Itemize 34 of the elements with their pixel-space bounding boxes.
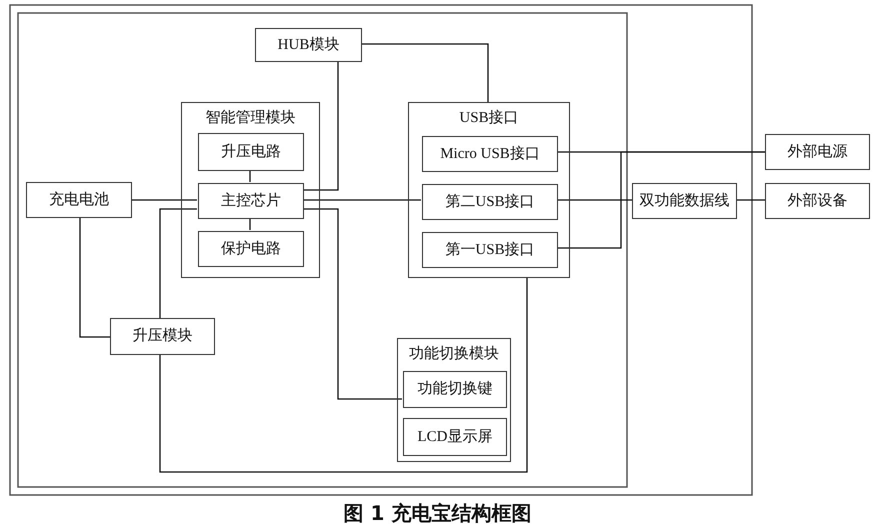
module-box: 主控芯片: [198, 183, 304, 219]
module-box: 功能切换键: [403, 371, 507, 408]
connector-line: [557, 151, 765, 249]
container-heading: USB接口: [458, 108, 520, 127]
container-heading: 智能管理模块: [204, 108, 296, 127]
module-box: 第一USB接口: [422, 232, 558, 268]
connector-line: [132, 199, 197, 201]
module-box: 外部电源: [765, 134, 870, 170]
module-container: [397, 338, 511, 462]
connector-line: [303, 199, 421, 201]
connector-line: [303, 208, 402, 400]
module-box: LCD显示屏: [403, 418, 507, 456]
module-container: [181, 102, 320, 278]
connector-line: [303, 62, 339, 191]
connector-line: [159, 278, 528, 473]
container-heading: 功能切换模块: [408, 344, 500, 363]
module-box: 双功能数据线: [632, 183, 737, 219]
connector-line: [159, 208, 197, 318]
module-box: 第二USB接口: [422, 184, 558, 220]
connector-line: [362, 43, 489, 102]
module-box: 升压模块: [110, 318, 215, 355]
module-box: 升压电路: [198, 133, 304, 171]
module-box: 保护电路: [198, 231, 304, 267]
module-box: Micro USB接口: [422, 136, 558, 172]
connector-line: [557, 199, 632, 201]
module-box: HUB模块: [255, 28, 362, 62]
connector-line: [79, 218, 110, 338]
connector-line: [737, 199, 765, 201]
figure-caption: 图 1 充电宝结构框图: [342, 500, 532, 527]
module-box: 外部设备: [765, 183, 870, 219]
connector-line: [249, 170, 251, 182]
module-container: [408, 102, 570, 278]
module-box: 充电电池: [26, 182, 132, 218]
connector-line: [249, 218, 251, 230]
